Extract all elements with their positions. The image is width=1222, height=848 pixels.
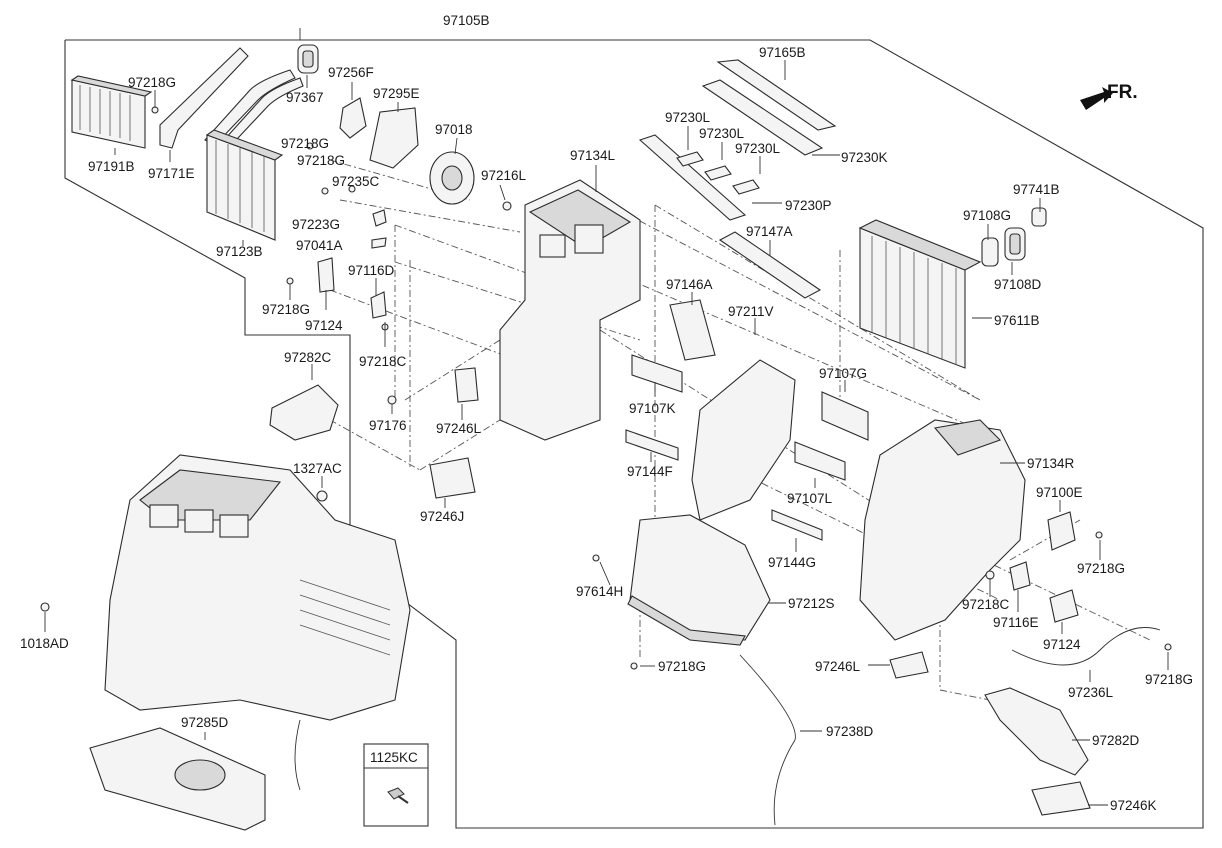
label-97230L-c: 97230L (735, 141, 781, 156)
label-97238D: 97238D (826, 724, 874, 739)
label-97246J: 97246J (420, 509, 464, 524)
part-97256F-drawing (339, 97, 367, 139)
label-97191B: 97191B (88, 159, 135, 174)
part-97134R-drawing (859, 419, 1026, 641)
label-1327AC: 1327AC (293, 461, 342, 476)
label-97216L: 97216L (481, 168, 527, 183)
label-97018: 97018 (435, 122, 473, 137)
label-97123B: 97123B (216, 244, 263, 259)
part-97108-drawing (981, 207, 1047, 267)
assembly-label: 97105B (443, 13, 490, 28)
label-97107K: 97107K (629, 401, 676, 416)
label-97212S: 97212S (788, 596, 835, 611)
part-97282D-drawing (984, 687, 1089, 776)
part-97123B-drawing (205, 129, 284, 241)
part-97246-seals-drawing (429, 367, 1091, 816)
part-97285D-drawing (89, 727, 266, 831)
bolt-icon (387, 787, 409, 804)
label-97285D: 97285D (181, 715, 229, 730)
inset-box-1125KC: 1125KC (363, 743, 429, 827)
label-97176: 97176 (369, 418, 407, 433)
label-97246L-a: 97246L (436, 421, 482, 436)
label-97134R: 97134R (1027, 456, 1075, 471)
label-97282D: 97282D (1092, 733, 1140, 748)
label-97107L: 97107L (787, 491, 833, 506)
label-97107G: 97107G (819, 366, 867, 381)
part-97146A-drawing (669, 299, 716, 361)
label-97124-b: 97124 (1043, 637, 1081, 652)
label-97741B: 97741B (1013, 182, 1060, 197)
part-97134L-drawing (499, 179, 641, 441)
part-97171E-drawing (159, 47, 304, 156)
label-97144G: 97144G (768, 555, 816, 570)
label-97230L-a: 97230L (665, 110, 711, 125)
label-97218G-b: 97218G (281, 136, 329, 151)
label-97165B: 97165B (759, 45, 806, 60)
label-97218G-g: 97218G (1145, 672, 1193, 687)
label-97230L-b: 97230L (699, 126, 745, 141)
inset-box-label: 1125KC (370, 750, 418, 765)
label-97611B: 97611B (994, 313, 1040, 328)
label-97108D: 97108D (994, 277, 1042, 292)
part-97295E-drawing (369, 107, 419, 169)
label-97218C-b: 97218C (962, 597, 1010, 612)
label-97171E: 97171E (148, 166, 195, 181)
label-97218G-d: 97218G (262, 302, 310, 317)
direction-label: FR. (1107, 82, 1138, 103)
label-97211V: 97211V (728, 304, 774, 319)
part-door-vanes-drawing (625, 354, 869, 541)
label-97230K: 97230K (841, 150, 888, 165)
label-97246K: 97246K (1110, 798, 1157, 813)
label-97218G-c: 97218G (297, 153, 345, 168)
label-97108G: 97108G (963, 208, 1011, 223)
label-97218C-a: 97218C (359, 354, 407, 369)
label-97218G-f: 97218G (658, 659, 706, 674)
label-97124-a: 97124 (305, 318, 343, 333)
label-97235C: 97235C (332, 174, 380, 189)
label-97134L: 97134L (570, 148, 616, 163)
part-97236L-drawing (1011, 627, 1161, 666)
label-97147A: 97147A (746, 224, 793, 239)
label-97367: 97367 (286, 90, 324, 105)
leader-lines (44, 28, 1169, 806)
label-97146A: 97146A (666, 277, 713, 292)
label-97116E: 97116E (993, 615, 1039, 630)
part-97211V-drawing (691, 359, 796, 521)
label-97282C: 97282C (284, 350, 332, 365)
part-labels: 97105B 97218G 97191B 97171E 97367 97256F… (20, 13, 1193, 813)
label-97236L: 97236L (1068, 685, 1114, 700)
front-direction-indicator: FR. (1080, 82, 1138, 110)
part-seal-strips-drawing (638, 59, 837, 221)
part-97611B-drawing (858, 219, 982, 369)
part-97018-drawing (429, 151, 475, 205)
label-97223G: 97223G (292, 217, 340, 232)
label-97230P: 97230P (785, 198, 832, 213)
label-97144F: 97144F (627, 464, 673, 479)
label-97256F: 97256F (328, 65, 374, 80)
label-1018AD: 1018AD (20, 636, 69, 651)
part-actuators-right-drawing (1009, 511, 1079, 623)
assembled-hvac-unit-drawing (104, 454, 411, 791)
label-97218G-e: 97218G (1077, 561, 1125, 576)
label-97100E: 97100E (1036, 485, 1083, 500)
part-97191B-drawing (70, 75, 153, 149)
part-97282C-drawing (269, 384, 339, 441)
part-97212S-drawing (627, 514, 771, 646)
part-97367-drawing (297, 44, 319, 74)
label-97246L-b: 97246L (815, 659, 861, 674)
label-97041A: 97041A (296, 238, 343, 253)
label-97116D: 97116D (348, 263, 395, 278)
label-97614H: 97614H (576, 584, 623, 599)
label-97218G-a: 97218G (128, 75, 176, 90)
label-97295E: 97295E (373, 86, 420, 101)
part-97147A-drawing (718, 231, 822, 299)
part-97238D-drawing (739, 654, 796, 826)
front-direction-arrow-icon (1080, 87, 1113, 110)
